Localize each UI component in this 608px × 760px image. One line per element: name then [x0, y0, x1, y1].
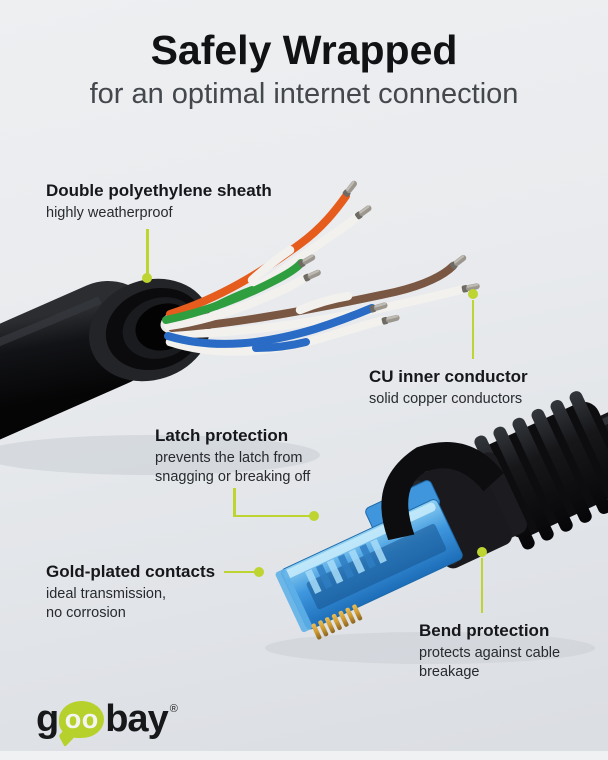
callout-bend-line — [480, 558, 483, 613]
registered-trademark-symbol: ® — [169, 703, 178, 715]
callout-contacts-title: Gold-plated contacts — [46, 562, 216, 581]
goobay-logo-letters-oo: oo — [64, 703, 99, 734]
gold-contacts — [311, 604, 363, 640]
callout-conductor-desc: solid copper conductors — [369, 391, 523, 407]
connector-shadow — [265, 632, 595, 664]
goobay-logo-letter-g: g — [36, 698, 59, 740]
callout-sheath-desc: highly weatherproof — [46, 205, 173, 221]
callout-sheath: Double polyethylene sheath highly weathe… — [46, 181, 272, 223]
callout-bend-desc-2: breakage — [419, 664, 480, 680]
page-subtitle: for an optimal internet connection — [89, 78, 519, 110]
wire-pair-green — [162, 259, 311, 331]
cable-cutaway-illustration — [0, 180, 480, 475]
callout-bend-title: Bend protection — [419, 621, 550, 640]
twisted-wire-pairs — [162, 192, 469, 356]
callout-latch-desc-1: prevents the latch from — [155, 450, 303, 466]
callout-sheath-dot — [142, 273, 152, 283]
callout-latch-dot — [309, 511, 319, 521]
callout-latch-title: Latch protection — [155, 426, 289, 445]
callout-contacts-dot — [254, 567, 264, 577]
wire-pair-blue — [164, 304, 389, 356]
wire-metal-tips — [298, 180, 480, 325]
goobay-logo-speech-bubble: oo — [59, 700, 105, 738]
rj45-connector-illustration — [275, 332, 608, 640]
callout-conductor-dot — [468, 289, 478, 299]
cable-shadow — [0, 435, 320, 475]
callout-bend-dot — [477, 547, 487, 557]
page-title: Safely Wrapped — [150, 27, 458, 73]
plug-nose-face — [275, 569, 313, 633]
latch-cover-hook — [381, 442, 504, 541]
callout-contacts-line — [224, 570, 255, 573]
goobay-logo: g oo bay ® — [36, 699, 178, 739]
callout-bend-desc-1: protects against cable — [419, 645, 561, 661]
callout-conductor-title: CU inner conductor — [369, 367, 528, 386]
rj45-plug-blue — [275, 480, 463, 633]
callout-latch: Latch protection prevents the latch from… — [155, 426, 310, 487]
callout-sheath-title: Double polyethylene sheath — [46, 181, 272, 200]
callout-contacts: Gold-plated contacts ideal transmission,… — [46, 562, 215, 623]
cable-sheath-tube — [0, 281, 161, 440]
callout-contacts-desc-2: no corrosion — [46, 605, 126, 621]
callout-conductor: CU inner conductor solid copper conducto… — [369, 367, 528, 409]
callout-latch-line-h — [233, 514, 310, 517]
callout-contacts-desc-1: ideal transmission, — [46, 586, 167, 602]
callout-bend: Bend protection protects against cable b… — [419, 621, 560, 682]
callout-latch-desc-2: snagging or breaking off — [155, 469, 311, 485]
bottom-edge-strip — [0, 751, 608, 760]
goobay-logo-letters-bay: bay — [105, 698, 168, 740]
callout-latch-line-v — [233, 488, 236, 517]
callout-sheath-line — [146, 229, 149, 275]
callout-conductor-line — [471, 300, 474, 359]
